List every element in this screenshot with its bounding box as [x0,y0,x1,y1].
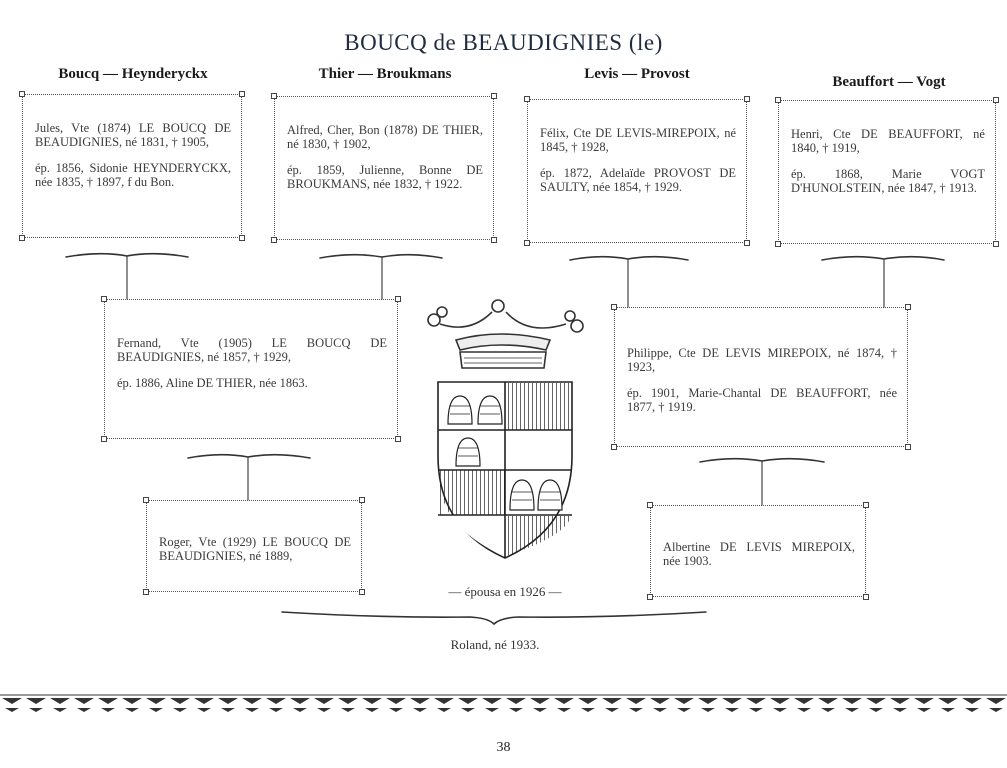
box-alfred: Alfred, Cher, Bon (1878) DE THIER, né 18… [271,93,497,243]
box-albertine: Albertine DE LEVIS MIREPOIX, née 1903. [647,502,869,600]
page-number: 38 [496,740,511,755]
page-title: BOUCQ de BEAUDIGNIES (le) [344,30,663,55]
henri-text: Henri, Cte DE BEAUFFORT, né 1840, † 1919… [791,127,985,155]
fernand-text: Fernand, Vte (1905) LE BOUCQ DE BEAUDIGN… [117,336,387,364]
jules-marriage-text: ép. 1856, Sidonie HEYNDERYCKX, née 1835,… [35,161,231,189]
jules-text: Jules, Vte (1874) LE BOUCQ DE BEAUDIGNIE… [35,121,231,149]
brace-top-second [319,253,443,259]
alfred-marriage-text: ép. 1859, Julienne, Bonne DE BROUKMANS, … [287,163,483,191]
coat-of-arms-icon [427,299,584,559]
alfred-text: Alfred, Cher, Bon (1878) DE THIER, né 18… [287,123,483,151]
couple-heading-levis-provost: Levis — Provost [584,66,690,82]
henri-marriage-text: ép. 1868, Marie VOGT D'HUNOLSTEIN, née 1… [791,167,985,195]
brace-top-third [569,255,689,261]
box-felix: Félix, Cte DE LEVIS-MIREPOIX, né 1845, †… [524,96,750,246]
roger-text: Roger, Vte (1929) LE BOUCQ DE BEAUDIGNIE… [159,535,351,563]
box-henri: Henri, Cte DE BEAUFFORT, né 1840, † 1919… [775,97,999,247]
brace-marriage [281,611,707,626]
brace-middle-left [187,453,311,459]
felix-text: Félix, Cte DE LEVIS-MIREPOIX, né 1845, †… [540,126,736,154]
couple-heading-boucq-heynderyckx: Boucq — Heynderyckx [58,66,208,82]
box-roger: Roger, Vte (1929) LE BOUCQ DE BEAUDIGNIE… [143,497,365,595]
fernand-marriage-text: ép. 1886, Aline DE THIER, née 1863. [117,376,308,390]
box-philippe: Philippe, Cte DE LEVIS MIREPOIX, né 1874… [611,304,911,450]
brace-top-right [821,255,945,261]
child-entry: Roland, né 1933. [450,637,540,652]
coronet-icon [427,299,584,369]
marriage-caption: — épousa en 1926 — [448,584,562,599]
felix-marriage-text: ép. 1872, Adelaïde PROVOST DE SAULTY, né… [540,166,736,194]
philippe-text: Philippe, Cte DE LEVIS MIREPOIX, né 1874… [627,346,897,374]
albertine-text: Albertine DE LEVIS MIREPOIX, née 1903. [663,540,855,568]
decorative-border-rule [0,692,1007,722]
box-jules: Jules, Vte (1874) LE BOUCQ DE BEAUDIGNIE… [19,91,245,241]
box-fernand: Fernand, Vte (1905) LE BOUCQ DE BEAUDIGN… [101,296,401,442]
couple-heading-beauffort-vogt: Beauffort — Vogt [832,74,946,90]
philippe-marriage-text: ép. 1901, Marie-Chantal DE BEAUFFORT, né… [627,386,897,414]
couple-heading-thier-broukmans: Thier — Broukmans [318,66,452,82]
